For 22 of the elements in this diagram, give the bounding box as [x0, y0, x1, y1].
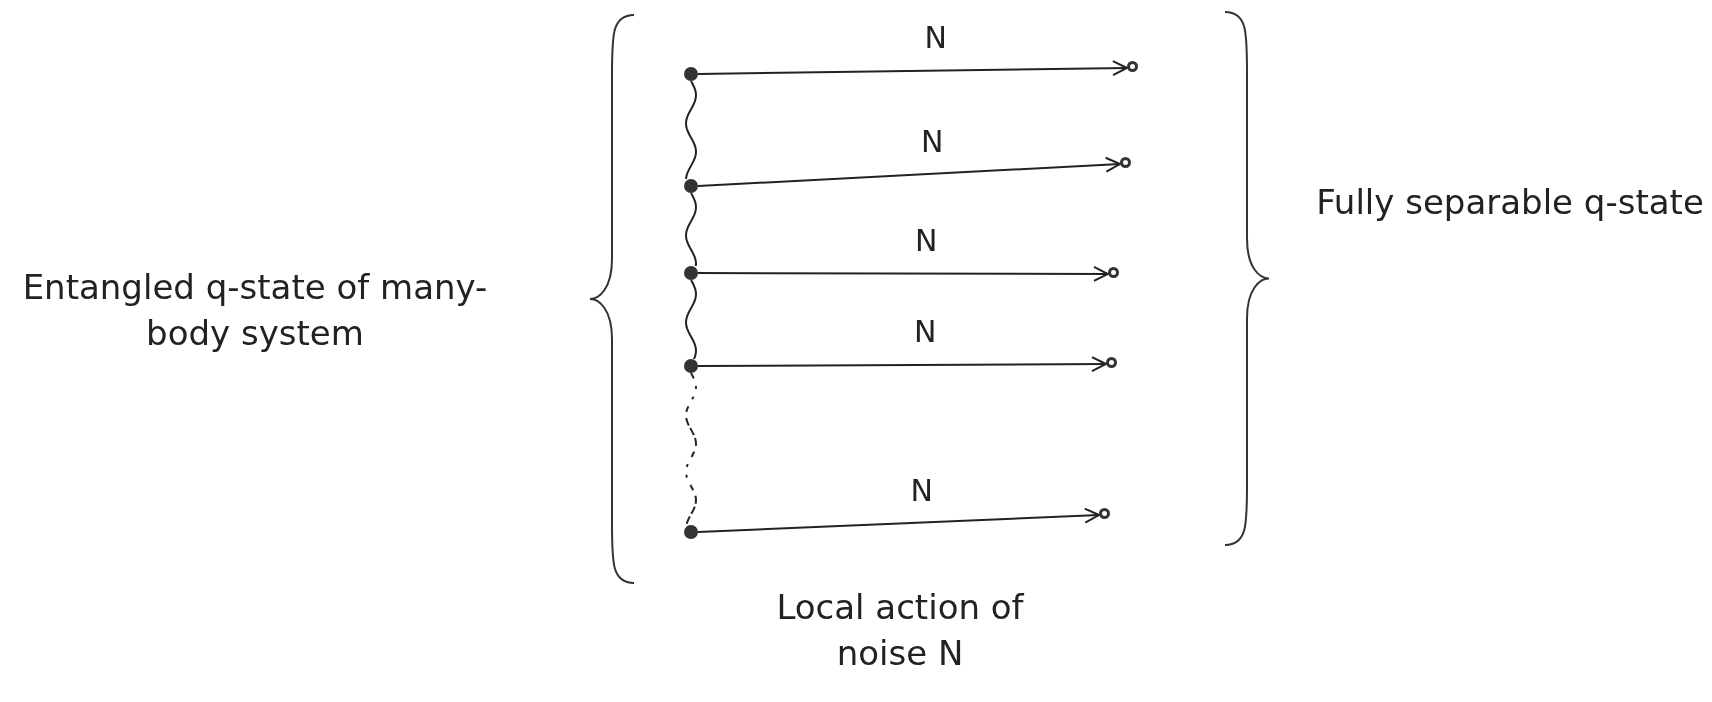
wavy-line — [685, 372, 697, 526]
particle-dot — [1106, 357, 1117, 368]
particle-dot — [1108, 267, 1119, 278]
annotation-text: Local action of noise N — [775, 586, 1025, 675]
particle-dot — [684, 266, 698, 280]
arrow — [697, 60, 1128, 77]
arrow — [697, 156, 1121, 187]
wavy-line — [685, 80, 697, 180]
wavy-line — [685, 192, 697, 267]
arrow — [697, 356, 1107, 373]
wavy-line — [685, 279, 697, 360]
arrow — [697, 507, 1100, 533]
particle-dot — [1099, 508, 1110, 519]
particle-dot — [1120, 157, 1131, 168]
annotation-text: Fully separable q-state — [1315, 181, 1705, 224]
particle-dot — [684, 525, 698, 539]
particle-dot — [684, 67, 698, 81]
arrow — [697, 265, 1109, 282]
annotation-text: Entangled q-state of many-body system — [21, 266, 489, 355]
particle-dot — [684, 179, 698, 193]
particle-dot — [1127, 61, 1138, 72]
particle-dot — [684, 359, 698, 373]
